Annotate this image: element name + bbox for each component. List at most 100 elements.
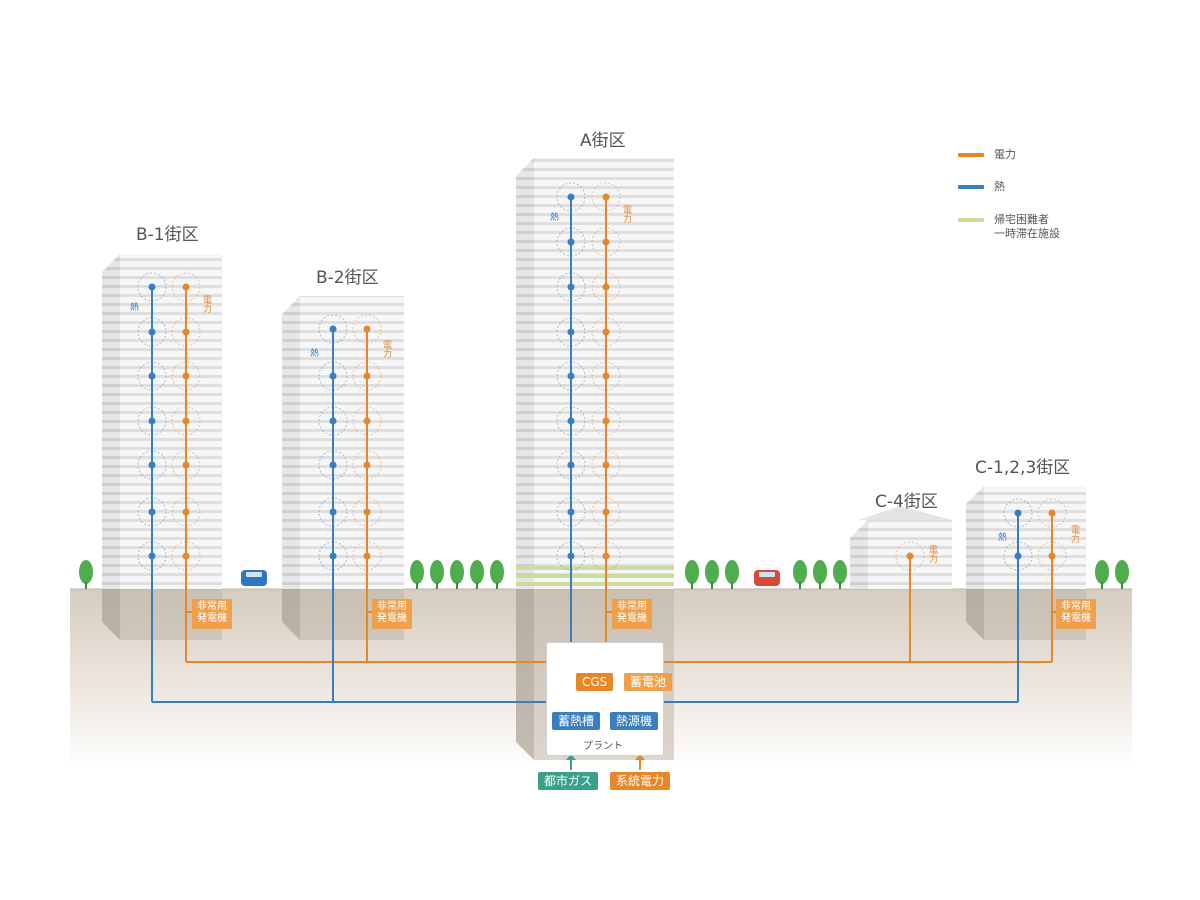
heat-emitter-icon xyxy=(556,361,586,391)
heat-emitter-icon xyxy=(137,361,167,391)
power-node xyxy=(182,372,190,380)
district-label-b1: B-1街区 xyxy=(136,225,199,245)
power-emitter-icon xyxy=(895,541,925,571)
tree-icon xyxy=(1095,560,1109,584)
district-label-a: A街区 xyxy=(580,131,626,151)
tree-trunk xyxy=(85,582,87,589)
heat-node xyxy=(567,508,575,516)
building-roof-c4 xyxy=(858,506,952,520)
tree-icon xyxy=(490,560,504,584)
heat-node xyxy=(567,193,575,201)
basement-side-c123 xyxy=(966,589,984,640)
power-emitter-icon xyxy=(171,541,201,571)
power-label-b2: 電力 xyxy=(381,340,391,358)
basement-side-b1 xyxy=(102,589,120,640)
plant-box xyxy=(546,642,664,756)
shelter-floor-a xyxy=(516,574,674,578)
power-emitter-icon xyxy=(352,361,382,391)
tree-icon xyxy=(1115,560,1129,584)
power-emitter-icon xyxy=(1037,498,1067,528)
power-node xyxy=(602,552,610,560)
heat-node xyxy=(567,328,575,336)
heat-emitter-icon xyxy=(318,361,348,391)
heat-emitter-icon xyxy=(1003,498,1033,528)
power-node xyxy=(602,283,610,291)
power-emitter-icon xyxy=(591,361,621,391)
tree-icon xyxy=(430,560,444,584)
tree-trunk xyxy=(496,582,498,589)
tree-trunk xyxy=(1121,582,1123,589)
tree-icon xyxy=(833,560,847,584)
power-node xyxy=(363,325,371,333)
heat-label-c123: 熱 xyxy=(998,533,1008,543)
power-node xyxy=(602,372,610,380)
power-emitter-icon xyxy=(591,450,621,480)
grid-power-box: 系統電力 xyxy=(610,772,671,790)
heat-emitter-icon xyxy=(556,317,586,347)
power-node xyxy=(182,552,190,560)
tree-icon xyxy=(79,560,93,584)
power-node xyxy=(363,372,371,380)
heat-emitter-icon xyxy=(556,406,586,436)
basement-side-b2 xyxy=(282,589,300,640)
power-emitter-icon xyxy=(591,541,621,571)
power-node xyxy=(602,508,610,516)
heat-label-b1: 熱 xyxy=(130,303,140,313)
district-label-b2: B-2街区 xyxy=(316,268,379,288)
heat-node xyxy=(567,417,575,425)
heat-emitter-icon xyxy=(1003,541,1033,571)
heat-emitter-icon xyxy=(556,227,586,257)
power-node xyxy=(1048,509,1056,517)
tree-trunk xyxy=(476,582,478,589)
heat-emitter-icon xyxy=(137,317,167,347)
tree-icon xyxy=(410,560,424,584)
heat-emitter-icon xyxy=(318,450,348,480)
building-side-a xyxy=(516,158,534,589)
heat-node xyxy=(567,238,575,246)
heat-node xyxy=(567,283,575,291)
heat-node xyxy=(1014,509,1022,517)
heat-node xyxy=(567,461,575,469)
tree-trunk xyxy=(711,582,713,589)
power-emitter-icon xyxy=(591,182,621,212)
building-side-c4 xyxy=(850,520,868,589)
heat-node xyxy=(148,328,156,336)
building-side-c123 xyxy=(966,486,984,589)
tree-trunk xyxy=(436,582,438,589)
tree-icon xyxy=(793,560,807,584)
plant-label: プラント xyxy=(583,741,623,752)
power-node xyxy=(906,552,914,560)
heat-node xyxy=(329,461,337,469)
power-node xyxy=(602,417,610,425)
power-node xyxy=(602,328,610,336)
building-front-c123 xyxy=(984,486,1086,589)
heat-storage-box: 蓄熱槽 xyxy=(552,712,601,730)
tree-trunk xyxy=(416,582,418,589)
tree-icon xyxy=(813,560,827,584)
cgs-box: CGS xyxy=(576,673,614,691)
legend-swatch-heat xyxy=(958,185,984,189)
battery-box: 蓄電池 xyxy=(624,673,673,691)
tree-icon xyxy=(705,560,719,584)
trees xyxy=(79,560,1129,589)
heat-node xyxy=(329,372,337,380)
heat-emitter-icon xyxy=(556,182,586,212)
heat-emitter-icon xyxy=(318,406,348,436)
shelter-floor-a xyxy=(516,566,674,570)
heat-emitter-icon xyxy=(318,541,348,571)
district-label-c4: C-4街区 xyxy=(875,492,938,512)
tree-trunk xyxy=(456,582,458,589)
tree-icon xyxy=(725,560,739,584)
emergency-generator-a: 非常用 発電機 xyxy=(612,599,652,629)
power-emitter-icon xyxy=(591,497,621,527)
city-gas-box: 都市ガス xyxy=(538,772,599,790)
power-label-c123: 電力 xyxy=(1069,525,1079,543)
heat-emitter-icon xyxy=(556,450,586,480)
power-label-c4: 電力 xyxy=(927,545,937,563)
legend-item-shelter: 帰宅困難者 一時滞在施設 xyxy=(958,213,1060,241)
heat-node xyxy=(329,552,337,560)
power-emitter-icon xyxy=(352,450,382,480)
heat-node xyxy=(567,372,575,380)
car-red-icon-window xyxy=(759,572,775,577)
tree-trunk xyxy=(819,582,821,589)
